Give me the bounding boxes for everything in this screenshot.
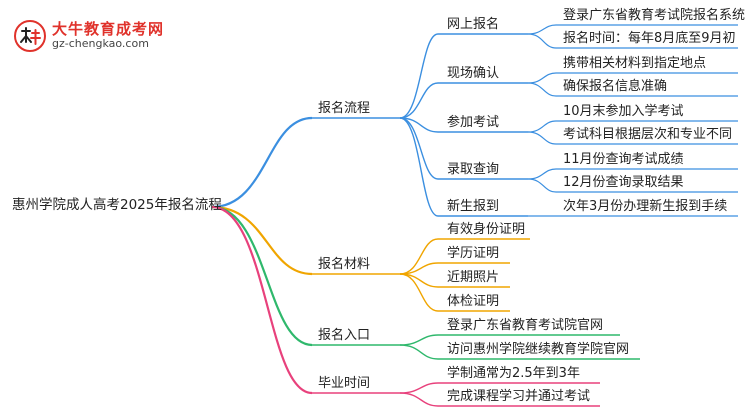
connector-detail-onsite-0 <box>527 72 557 84</box>
graduation-requirement: 完成课程学习并通过考试 <box>447 389 591 404</box>
detail-bring-materials: 携带相关材料到指定地点 <box>563 56 707 71</box>
step-admission-query: 录取查询 <box>447 162 500 177</box>
connector-detail-exam-0 <box>527 120 557 133</box>
connector-detail-online-1 <box>527 33 557 49</box>
connector-root-entry <box>211 205 313 347</box>
detail-enrollment-procedure: 次年3月份办理新生报到手续 <box>563 199 728 214</box>
detail-score-query: 11月份查询考试成绩 <box>563 152 684 167</box>
detail-verify-info: 确保报名信息准确 <box>563 79 668 94</box>
connector-root-materials <box>211 205 313 276</box>
detail-exam-date: 10月末参加入学考试 <box>563 104 684 119</box>
detail-login-system: 登录广东省教育考试院报名系统 <box>563 8 746 23</box>
branch-registration-process: 报名流程 <box>318 101 371 116</box>
connector-root-process <box>211 116 313 209</box>
connector-detail-query-0 <box>527 168 557 180</box>
logo-url: gz-chengkao.com <box>52 37 149 50</box>
entry-college-site: 访问惠州学院继续教育学院官网 <box>447 342 630 357</box>
connector-detail-exam-1 <box>527 131 557 145</box>
branch-registration-entry: 报名入口 <box>318 328 371 343</box>
branch-registration-materials: 报名材料 <box>318 257 371 272</box>
detail-admission-result: 12月份查询录取结果 <box>563 175 684 190</box>
connector-material-3 <box>399 273 439 312</box>
connector-detail-onsite-1 <box>527 82 557 97</box>
connector-graduation-0 <box>399 382 439 394</box>
branch-graduation-time: 毕业时间 <box>318 376 371 391</box>
detail-exam-subjects: 考试科目根据层次和专业不同 <box>563 127 733 142</box>
connector-root-graduation <box>211 205 313 395</box>
detail-registration-time: 报名时间：每年8月底至9月初 <box>563 31 736 46</box>
step-take-exam: 参加考试 <box>447 115 500 130</box>
connector-detail-query-1 <box>527 178 557 193</box>
material-photo: 近期照片 <box>447 270 500 285</box>
material-id: 有效身份证明 <box>447 222 526 237</box>
connector-entry-1 <box>399 344 439 360</box>
step-onsite-confirmation: 现场确认 <box>447 66 500 81</box>
step-enrollment: 新生报到 <box>447 199 500 214</box>
connector-step-query <box>399 117 439 180</box>
material-diploma: 学历证明 <box>447 246 500 261</box>
graduation-duration: 学制通常为2.5年到3年 <box>447 366 580 381</box>
connector-step-enroll <box>399 117 439 217</box>
connector-detail-online-0 <box>527 24 557 35</box>
root-node: 惠州学院成人高考2025年报名流程 <box>12 197 222 213</box>
connector-graduation-1 <box>399 392 439 407</box>
connector-step-online <box>399 33 439 119</box>
entry-exam-authority-site: 登录广东省教育考试院官网 <box>447 318 604 333</box>
material-medical: 体检证明 <box>447 294 500 309</box>
connector-material-0 <box>399 238 439 275</box>
connector-material-2 <box>399 273 439 288</box>
site-logo[interactable]: 大牛教育成考网 gz-chengkao.com <box>14 14 184 54</box>
connector-entry-0 <box>399 334 439 346</box>
logo-badge-icon <box>14 20 46 52</box>
connector-step-onsite <box>399 82 439 119</box>
step-online-registration: 网上报名 <box>447 17 500 32</box>
logo-title: 大牛教育成考网 <box>52 20 165 38</box>
